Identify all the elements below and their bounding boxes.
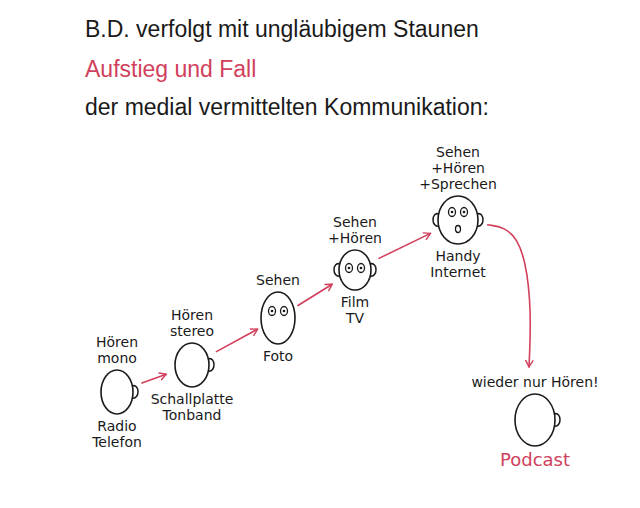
head-caption: Sehen (256, 272, 300, 288)
eye-stroke (449, 208, 456, 217)
eye-pupil (348, 267, 351, 270)
head-caption: wieder nur Hören! (471, 374, 598, 390)
title-line: Aufstieg und Fall (85, 56, 256, 82)
head-outline (164, 341, 220, 389)
head-shape (339, 250, 371, 290)
title-line: B.D. verfolgt mit ungläubigem Staunen (85, 16, 479, 42)
ear-stroke (477, 214, 483, 227)
mouth-stroke (456, 226, 461, 233)
eye-stroke (346, 264, 353, 273)
head-shape (515, 394, 555, 446)
head-figure: Hören monoRadio Telefon (90, 332, 144, 452)
head-figure: wieder nur Hören! Podcast (471, 372, 598, 473)
head-caption: Hören stereo (170, 307, 214, 339)
head-caption: Sehen +Hören +Sprechen (419, 144, 497, 192)
head-outline (250, 290, 306, 346)
medium-label: Schallplatte Tonband (151, 391, 234, 423)
head-figure: Sehen +HörenFilm TV (328, 212, 382, 328)
head-outline (328, 248, 382, 292)
eye-pupil (360, 267, 363, 270)
head-figure: SehenFoto (250, 270, 306, 366)
eye-pupil (283, 310, 286, 313)
eye-stroke (461, 208, 468, 217)
ear-stroke (208, 359, 214, 372)
head-shape (261, 292, 295, 344)
arrow-connector (298, 284, 332, 305)
eye-stroke (358, 264, 365, 273)
medium-label: Film TV (341, 294, 369, 326)
medium-label: Podcast (500, 450, 570, 471)
head-outline (427, 194, 489, 246)
eye-pupil (451, 211, 454, 214)
ear-stroke (433, 214, 439, 227)
head-figure: Sehen +Hören +SprechenHandy Internet (419, 142, 497, 282)
head-shape (438, 196, 478, 244)
eye-stroke (281, 307, 288, 316)
title-line: der medial vermittelten Kommunikation: (85, 94, 489, 120)
arrow-connector (216, 329, 257, 351)
eye-pupil (463, 211, 466, 214)
ear-stroke (334, 264, 340, 277)
head-outline (90, 368, 144, 416)
ear-stroke (132, 386, 138, 399)
head-caption: Hören mono (96, 334, 138, 366)
head-shape (175, 343, 209, 387)
ear-stroke (370, 264, 376, 277)
head-outline (504, 392, 566, 448)
medium-label: Radio Telefon (92, 418, 142, 450)
head-figure: Hören stereoSchallplatte Tonband (151, 305, 234, 425)
eye-pupil (271, 310, 274, 313)
arrow-connector (488, 225, 531, 367)
medium-label: Foto (263, 348, 293, 364)
arrow-connector (142, 374, 166, 383)
ear-stroke (554, 414, 560, 427)
head-shape (101, 370, 133, 414)
head-caption: Sehen +Hören (328, 214, 382, 246)
medium-label: Handy Internet (430, 248, 486, 280)
arrow-connector (379, 233, 431, 258)
eye-stroke (269, 307, 276, 316)
